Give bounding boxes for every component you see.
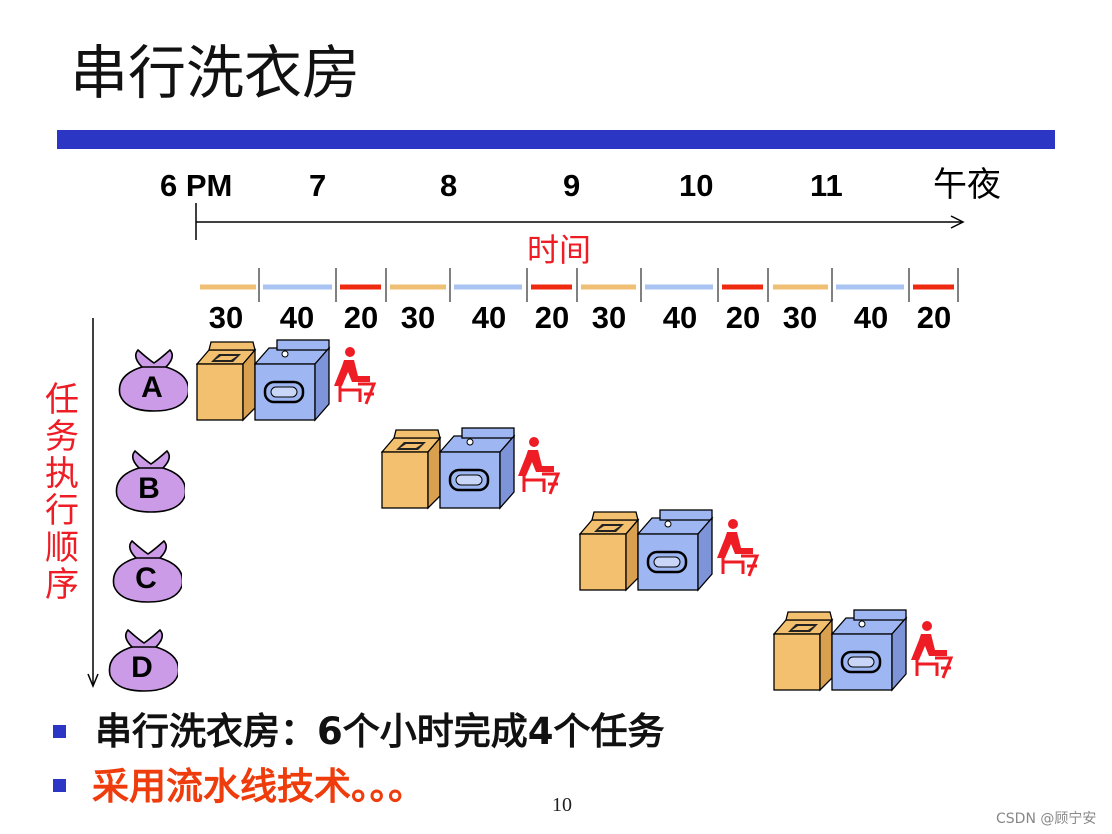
folder-icon <box>715 517 759 578</box>
hour-label: 10 <box>679 168 714 203</box>
title-bar <box>57 130 1055 149</box>
hour-label: 8 <box>440 168 458 203</box>
dryer-icon <box>254 338 331 422</box>
midnight-label: 午夜 <box>933 165 1001 205</box>
hour-label: 6 PM <box>160 168 233 203</box>
duration-label: 40 <box>662 300 698 335</box>
bullet-text: 采用流水线技术。。。 <box>92 765 425 808</box>
task-letter: B <box>138 472 160 505</box>
duration-label: 20 <box>916 300 952 335</box>
duration-label: 30 <box>208 300 244 335</box>
washer-icon <box>381 429 441 509</box>
duration-label: 40 <box>853 300 889 335</box>
duration-label: 40 <box>279 300 315 335</box>
bullet-marker <box>53 779 66 792</box>
task-letter: A <box>141 371 163 404</box>
dryer-icon <box>637 508 714 592</box>
duration-label: 40 <box>471 300 507 335</box>
task-letter: D <box>131 651 153 684</box>
folder-icon <box>516 435 560 496</box>
folder-icon <box>332 345 376 406</box>
folder-icon <box>909 619 953 680</box>
duration-label: 20 <box>725 300 761 335</box>
task-bag-c: C <box>112 540 182 603</box>
duration-label: 20 <box>343 300 379 335</box>
bullet-marker <box>53 725 66 738</box>
hour-label: 9 <box>563 168 581 203</box>
washer-icon <box>773 611 833 691</box>
duration-label: 30 <box>591 300 627 335</box>
task-order-label: 任务执行顺序 <box>45 380 79 605</box>
washer-icon <box>196 341 256 421</box>
dryer-icon <box>831 608 908 692</box>
task-bag-a: A <box>118 349 188 412</box>
washer-icon <box>579 511 639 591</box>
slide-title: 串行洗衣房 <box>70 39 361 107</box>
dryer-icon <box>439 426 516 510</box>
watermark: CSDN @顾宁安 <box>996 811 1097 827</box>
hour-label: 7 <box>309 168 327 203</box>
hour-label: 11 <box>810 168 843 203</box>
duration-label: 30 <box>782 300 818 335</box>
bullet-text: 串行洗衣房：6个小时完成4个任务 <box>95 710 665 753</box>
task-bag-d: D <box>108 629 178 692</box>
duration-label: 30 <box>400 300 436 335</box>
page-number: 10 <box>552 794 572 816</box>
duration-label: 20 <box>534 300 570 335</box>
time-axis-label: 时间 <box>527 231 592 269</box>
task-letter: C <box>135 562 157 595</box>
task-bag-b: B <box>115 450 185 513</box>
